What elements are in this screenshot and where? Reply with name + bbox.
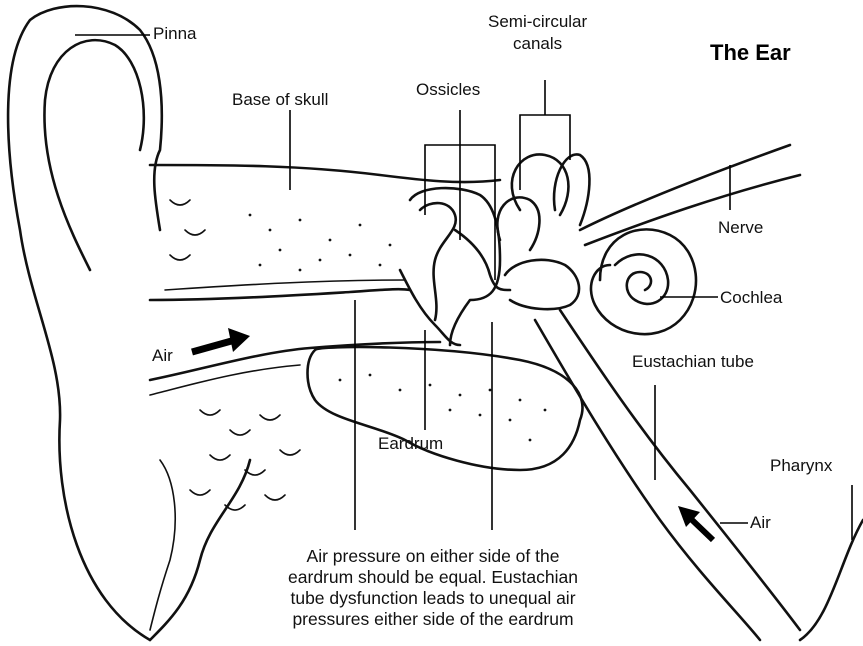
label-air-tube: Air [750,513,771,533]
pharynx-wall [800,520,863,640]
vestibule [505,260,579,309]
label-pharynx: Pharynx [770,456,832,476]
skull-base-upper [150,165,500,182]
pinna-inner-fold [44,40,143,270]
label-base-of-skull: Base of skull [232,90,328,110]
label-semicircular-line1: Semi-circular [488,12,587,32]
cochlea-outer [591,229,696,334]
note-line-4: pressures either side of the eardrum [253,609,613,630]
pinna-outline [8,6,162,640]
diagram-title: The Ear [710,40,791,66]
canal-upper-wall [150,289,410,300]
lobe-outline [150,460,250,640]
label-eardrum: Eardrum [378,434,443,454]
label-pinna: Pinna [153,24,196,44]
label-cochlea: Cochlea [720,288,782,308]
label-semicircular-line2: canals [513,34,562,54]
lobe-texture [150,460,175,630]
lower-bone-block [308,347,583,470]
label-nerve: Nerve [718,218,763,238]
label-ossicles: Ossicles [416,80,480,100]
bone-texture-lower [150,365,300,395]
bone-stipple [249,214,547,442]
nerve-lower [585,175,800,245]
note-line-3: tube dysfunction leads to unequal air [253,588,613,609]
explanatory-note: Air pressure on either side of the eardr… [253,546,613,630]
label-air-outer: Air [152,346,173,366]
bone-swirls [170,200,300,510]
ossicle-malleus [420,203,456,320]
label-eustachian-tube: Eustachian tube [632,352,754,372]
note-line-2: eardrum should be equal. Eustachian [253,567,613,588]
ossicle-incus [455,230,510,290]
air-arrow-outer [192,328,250,352]
note-line-1: Air pressure on either side of the [253,546,613,567]
skull-inner-line [165,280,405,290]
